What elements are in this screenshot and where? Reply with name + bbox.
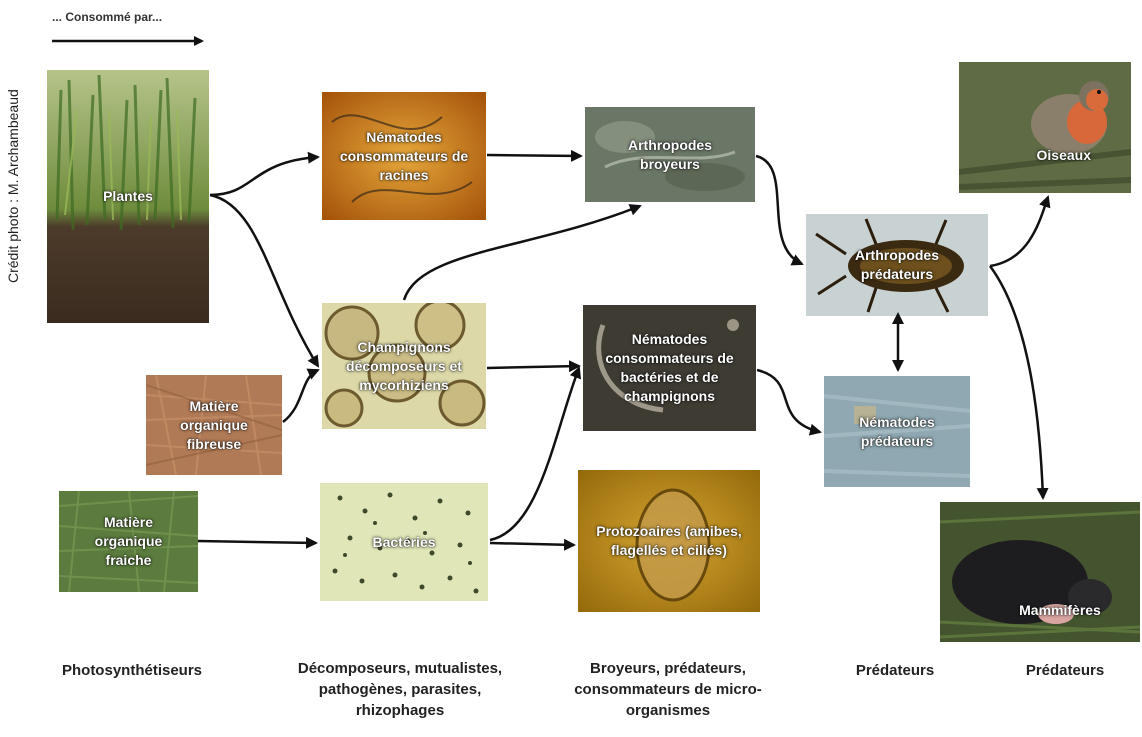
mammiferes-photo: [940, 502, 1140, 642]
node-mammiferes-label: Mammifères: [1019, 602, 1101, 618]
caption-decomposeurs: Décomposeurs, mutualistes, pathogènes, p…: [297, 660, 503, 719]
oiseaux-photo: [959, 62, 1131, 193]
caption-predateurs-1: Prédateurs: [855, 662, 935, 679]
caption-photosynthetiseurs: Photosynthétiseurs: [61, 662, 203, 679]
node-nematodes-predateurs-label: Nématodes prédateurs: [859, 413, 935, 449]
nematodes-bacteries-photo: [583, 305, 756, 431]
node-arthropodes-predateurs: Arthropodes prédateurs: [806, 214, 988, 316]
node-matiere-organique-fibreuse-label: Matière organique fibreuse: [180, 397, 248, 452]
nematodes-predateurs-photo: [824, 376, 970, 487]
node-protozoaires-label: Protozoaires (amibes, flagellés et cilié…: [596, 523, 742, 558]
matiere-fibreuse-photo: [146, 375, 282, 475]
caption-broyeurs: Broyeurs, prédateurs, consommateurs de m…: [574, 660, 762, 719]
arrow-nematodes-bacteries-to-nematodes-predateurs: [756, 368, 822, 436]
arrow-arthropodes-predateurs-to-mammiferes: [988, 265, 1049, 500]
arrow-bacteries-to-nematodes-bacteries: [489, 366, 581, 542]
arrow-nematodes-racines-to-arthropodes-broyeurs: [486, 149, 583, 162]
arrow-arthropodes-broyeurs-to-predateurs: [755, 154, 804, 266]
node-protozoaires: Protozoaires (amibes, flagellés et cilié…: [578, 470, 760, 612]
photo-credit: Crédit photo : M. Archambeaud: [5, 89, 21, 283]
arrow-mo-fraiche-to-bacteries: [197, 536, 318, 549]
arrow-arthropodes-predateurs-to-oiseaux: [989, 195, 1051, 268]
node-champignons-label: Champignons décomposeurs et mycorhiziens: [346, 338, 462, 393]
node-arthropodes-broyeurs: Arthropodes broyeurs: [585, 107, 755, 202]
legend-label: ... Consommé par...: [52, 10, 163, 24]
arrow-plantes-to-champignons: [209, 193, 320, 368]
node-bacteries: Bactéries: [320, 483, 488, 601]
node-nematodes-racines-label: Nématodes consommateurs de racines: [339, 128, 469, 183]
node-arthropodes-broyeurs-label: Arthropodes broyeurs: [628, 136, 712, 172]
arrow-plantes-to-nematodes-racines: [209, 151, 320, 197]
nematodes-racines-photo: [322, 92, 486, 220]
legend-arrow: [52, 36, 204, 46]
node-oiseaux: Oiseaux: [959, 62, 1131, 193]
node-champignons: Champignons décomposeurs et mycorhiziens: [322, 303, 486, 429]
node-matiere-organique-fraiche-label: Matière organique fraiche: [94, 514, 163, 568]
bacteries-photo: [320, 483, 488, 601]
plantes-photo: [47, 70, 209, 323]
arrow-bacteries-to-protozoaires: [489, 538, 576, 551]
arrow-mo-fibreuse-to-champignons: [282, 368, 320, 423]
caption-predateurs-2: Prédateurs: [1025, 662, 1105, 679]
node-matiere-organique-fibreuse: Matière organique fibreuse: [146, 375, 282, 475]
arrow-champignons-to-arthropodes-broyeurs: [402, 204, 642, 301]
node-mammiferes: Mammifères: [940, 502, 1140, 642]
node-nematodes-consommateurs-racines: Nématodes consommateurs de racines: [322, 92, 486, 220]
node-plantes-label: Plantes: [103, 188, 153, 204]
arthropodes-broyeurs-photo: [585, 107, 755, 202]
node-nematodes-predateurs: Nématodes prédateurs: [824, 376, 970, 487]
champignons-photo: [322, 303, 486, 429]
matiere-fraiche-photo: [59, 491, 198, 592]
node-arthropodes-predateurs-label: Arthropodes prédateurs: [855, 247, 939, 282]
node-plantes: Plantes: [47, 70, 209, 323]
node-bacteries-label: Bactéries: [372, 533, 436, 550]
node-nematodes-consommateurs-bacteries: Nématodes consommateurs de bactéries et …: [583, 305, 756, 431]
node-matiere-organique-fraiche: Matière organique fraiche: [59, 491, 198, 592]
arrow-champignons-to-nematodes-bacteries: [486, 360, 581, 373]
arthropodes-predateurs-photo: [806, 214, 988, 316]
node-oiseaux-label: Oiseaux: [1036, 147, 1091, 163]
node-nematodes-bacteries-label: Nématodes consommateurs de bactéries et …: [605, 331, 734, 404]
protozoaires-photo: [578, 470, 760, 612]
